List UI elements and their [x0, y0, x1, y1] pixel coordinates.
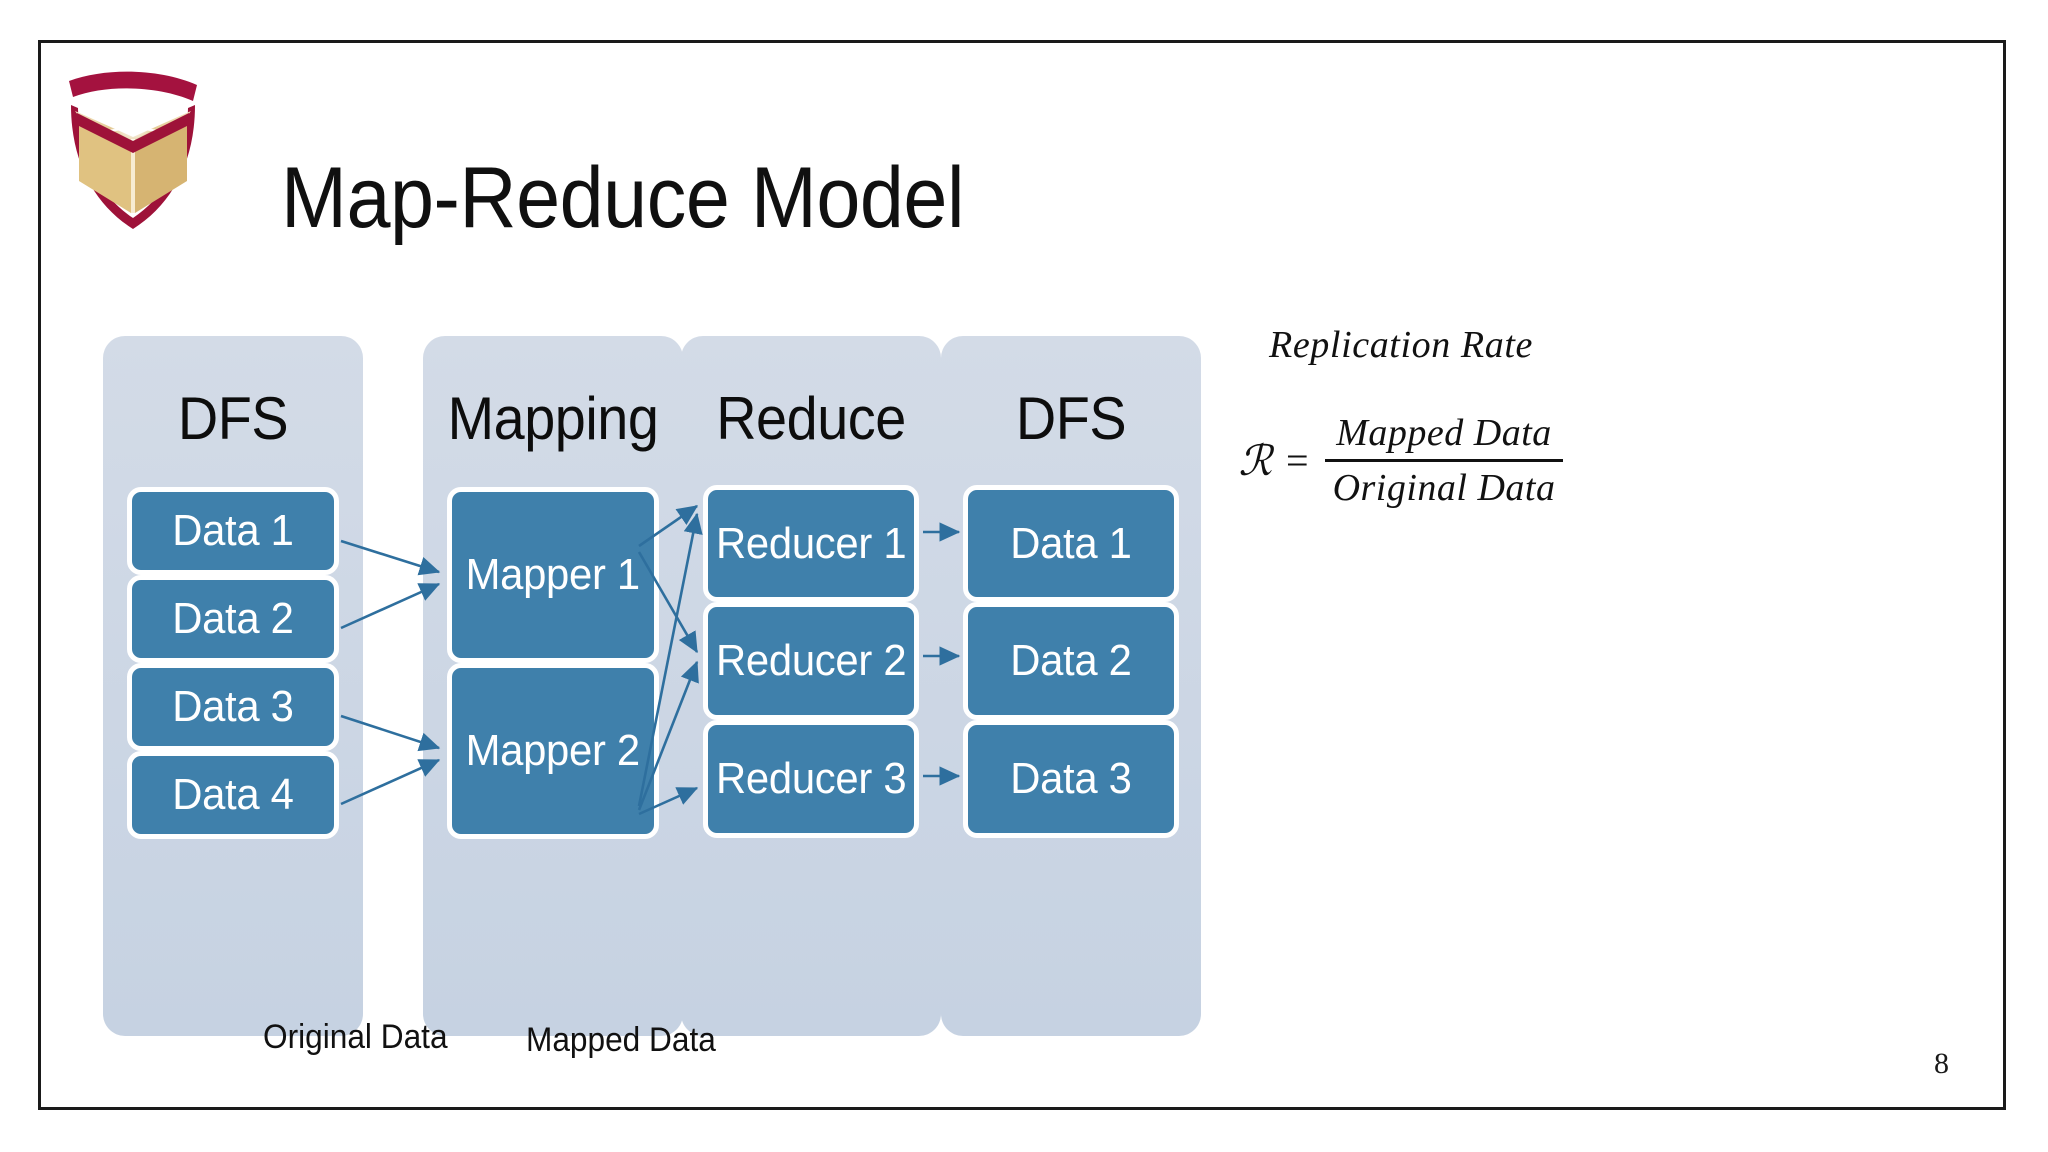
node-label: Reducer 3	[715, 754, 907, 803]
stage-title-dfs-input: DFS	[177, 385, 289, 452]
node-label: Data 1	[1010, 518, 1132, 568]
node-data-4-input[interactable]: Data 4	[127, 751, 339, 839]
stage-title-reduce: Reduce	[716, 385, 906, 452]
stage-title-dfs-output: DFS	[1015, 385, 1127, 452]
stage-column-dfs-input: DFS Data 1 Data 2 Data 3 Data 4	[103, 336, 363, 1036]
node-mapper-2[interactable]: Mapper 2	[447, 663, 659, 839]
stage-column-mapping: Mapping Mapper 1 Mapper 2	[423, 336, 683, 1036]
node-data-3-output[interactable]: Data 3	[963, 720, 1179, 838]
stage-title-mapping: Mapping	[447, 385, 659, 452]
university-shield-logo	[57, 53, 209, 233]
node-label: Mapper 2	[465, 726, 641, 775]
node-mapper-1[interactable]: Mapper 1	[447, 487, 659, 663]
formula-heading: Replication Rate	[1269, 324, 1533, 366]
node-label: Data 2	[172, 594, 294, 643]
caption-mapped-data: Mapped Data	[526, 1021, 716, 1059]
formula-fraction: Mapped Data Original Data	[1324, 411, 1564, 510]
formula-lhs-symbol: ℛ	[1238, 436, 1273, 485]
node-data-1-output[interactable]: Data 1	[963, 485, 1179, 602]
node-label: Data 2	[1010, 636, 1132, 685]
stage-column-dfs-output: DFS Data 1 Data 2 Data 3	[941, 336, 1201, 1036]
stage-column-reduce: Reduce Reducer 1 Reducer 2 Reducer 3	[681, 336, 941, 1036]
page-title: Map-Reduce Model	[281, 150, 965, 246]
node-label: Mapper 1	[465, 550, 641, 599]
formula-equals-sign: =	[1286, 438, 1309, 483]
node-label: Reducer 2	[715, 636, 907, 685]
formula-equation: ℛ = Mapped Data Original Data	[1191, 411, 1611, 510]
formula-numerator: Mapped Data	[1336, 412, 1552, 454]
page-number: 8	[1934, 1047, 1949, 1080]
node-data-2-input[interactable]: Data 2	[127, 575, 339, 663]
node-label: Data 3	[1010, 754, 1132, 803]
node-reducer-1[interactable]: Reducer 1	[703, 485, 919, 602]
caption-original-data: Original Data	[263, 1018, 448, 1056]
node-label: Reducer 1	[715, 518, 907, 568]
replication-rate-formula: Replication Rate ℛ = Mapped Data Origina…	[1191, 323, 1611, 510]
formula-denominator: Original Data	[1324, 459, 1564, 510]
node-data-1-input[interactable]: Data 1	[127, 487, 339, 575]
node-reducer-2[interactable]: Reducer 2	[703, 602, 919, 720]
map-reduce-diagram: DFS Data 1 Data 2 Data 3 Data 4 Mapping …	[103, 336, 1603, 1036]
node-data-2-output[interactable]: Data 2	[963, 602, 1179, 720]
node-reducer-3[interactable]: Reducer 3	[703, 720, 919, 838]
node-label: Data 3	[172, 682, 294, 731]
node-data-3-input[interactable]: Data 3	[127, 663, 339, 751]
slide-frame: Map-Reduce Model DFS Data 1 Data 2 Data …	[38, 40, 2006, 1110]
node-label: Data 1	[172, 506, 294, 555]
node-label: Data 4	[172, 770, 294, 819]
